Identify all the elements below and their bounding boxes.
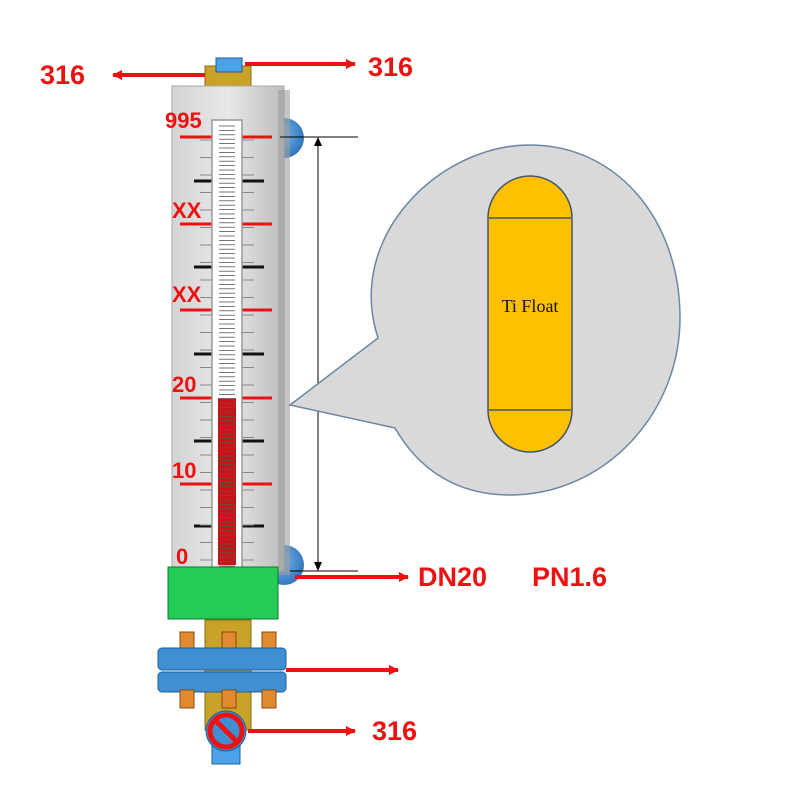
- glass-tube: [211, 119, 243, 569]
- scale-mark-middle: XX: [172, 282, 202, 307]
- top-left-outlet-label: 316: [40, 60, 86, 90]
- ti-float-icon: [487, 175, 573, 453]
- drain-valve-icon: [205, 710, 247, 752]
- top-fitting: [204, 57, 252, 89]
- float-callout-bubble: [288, 144, 681, 496]
- level-column: [218, 398, 236, 565]
- scale-mark-20: 20: [172, 372, 197, 397]
- float-label: Ti Float: [501, 296, 559, 316]
- connection-arrows: [112, 59, 409, 736]
- scale-ticks: [180, 135, 272, 561]
- scale-mark-0: 0: [176, 544, 189, 569]
- tube-graduations: [219, 125, 235, 567]
- drain-outlet-label: 316: [372, 716, 418, 746]
- measuring-range-dimension: [280, 136, 358, 572]
- scale-mark-top: 995: [165, 108, 202, 133]
- gauge-base-block: [167, 566, 279, 620]
- scale-mark-10: 10: [172, 458, 197, 483]
- connection-size-label: DN20: [418, 562, 488, 592]
- top-right-outlet-label: 316: [368, 52, 414, 82]
- bottom-flange: [157, 619, 287, 765]
- scale-mark-upper: XX: [172, 198, 202, 223]
- connection-pressure-label: PN1.6: [532, 562, 608, 592]
